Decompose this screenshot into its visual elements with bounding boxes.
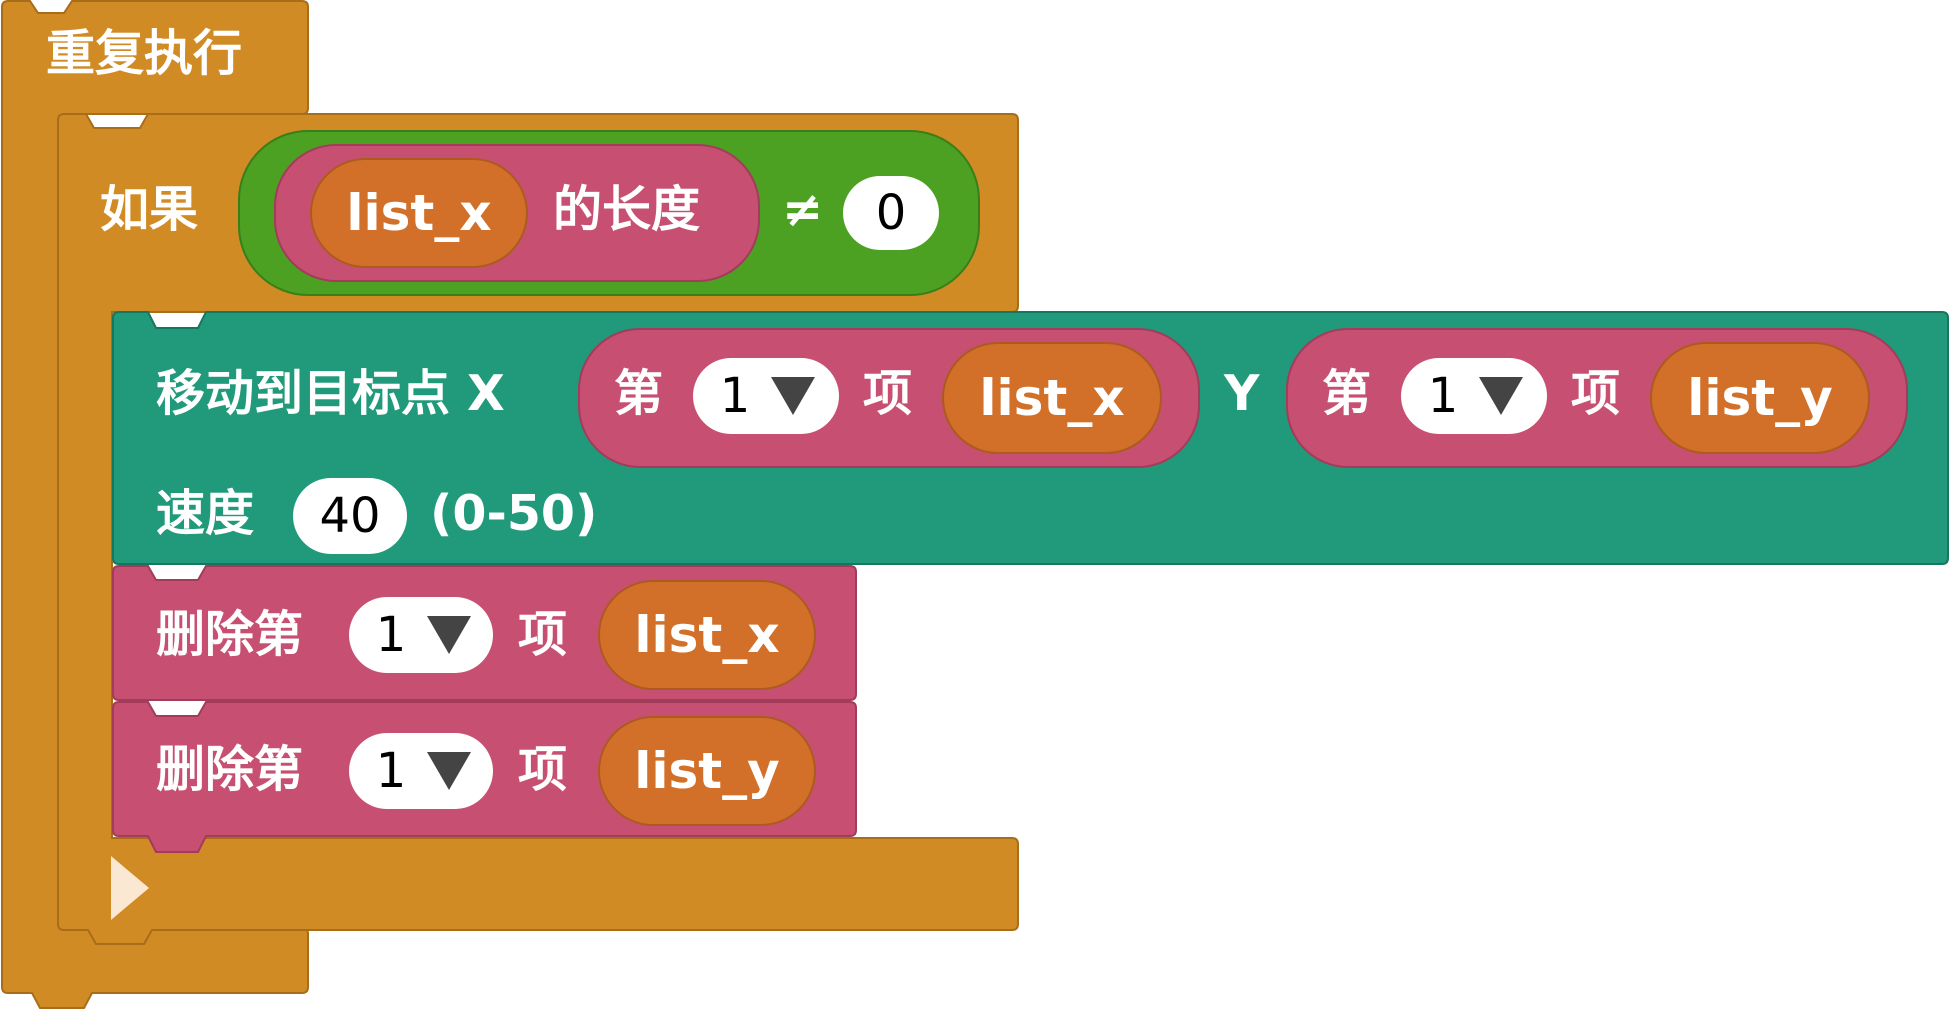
delete-index-value: 1 <box>375 607 407 663</box>
forever-label: 重复执行 <box>46 25 243 82</box>
dropdown-arrow-icon <box>427 752 471 790</box>
dropdown-arrow-icon <box>771 377 815 415</box>
item-index-value: 1 <box>1427 368 1459 424</box>
delete-index-value: 1 <box>375 743 407 799</box>
list-name: list_x <box>634 606 780 664</box>
compare-value: 0 <box>875 185 907 241</box>
list-name: list_y <box>1687 369 1833 427</box>
not-equal-sign: ≠ <box>782 181 824 238</box>
item-suffix-label: 项 <box>1571 365 1621 422</box>
list-name: list_x <box>346 184 492 242</box>
list-variable-list_y[interactable]: list_y <box>1650 342 1870 454</box>
delete-index-dropdown[interactable]: 1 <box>349 597 493 673</box>
delete-item-suffix: 项 <box>518 741 568 798</box>
item-index-value: 1 <box>719 368 751 424</box>
list-name: list_y <box>634 742 780 800</box>
speed-value: 40 <box>319 488 381 544</box>
speed-input[interactable]: 40 <box>293 478 407 554</box>
list-name: list_x <box>979 369 1125 427</box>
delete-item-label: 删除第 <box>156 741 304 798</box>
delete-item-suffix: 项 <box>518 606 568 663</box>
if-label: 如果 <box>100 181 199 238</box>
list-variable-list_y[interactable]: list_y <box>598 716 816 826</box>
item-prefix-label: 第 <box>1322 365 1372 422</box>
speed-label: 速度 <box>156 485 255 542</box>
list-variable-list_x[interactable]: list_x <box>598 580 816 690</box>
move-to-target-label: 移动到目标点 X <box>156 365 505 422</box>
list-variable-list_x[interactable]: list_x <box>310 158 528 268</box>
expand-arrow-icon[interactable] <box>111 856 149 920</box>
length-of-label: 的长度 <box>553 181 701 238</box>
delete-index-dropdown[interactable]: 1 <box>349 733 493 809</box>
delete-item-label: 删除第 <box>156 606 304 663</box>
compare-value-input[interactable]: 0 <box>843 176 939 250</box>
item-prefix-label: 第 <box>614 365 664 422</box>
list-variable-list_x[interactable]: list_x <box>942 342 1162 454</box>
dropdown-arrow-icon <box>427 616 471 654</box>
y-label: Y <box>1224 365 1260 422</box>
speed-range-label: (0-50) <box>430 485 598 542</box>
item-index-dropdown-y[interactable]: 1 <box>1401 358 1547 434</box>
dropdown-arrow-icon <box>1479 377 1523 415</box>
item-suffix-label: 项 <box>863 365 913 422</box>
item-index-dropdown-x[interactable]: 1 <box>693 358 839 434</box>
